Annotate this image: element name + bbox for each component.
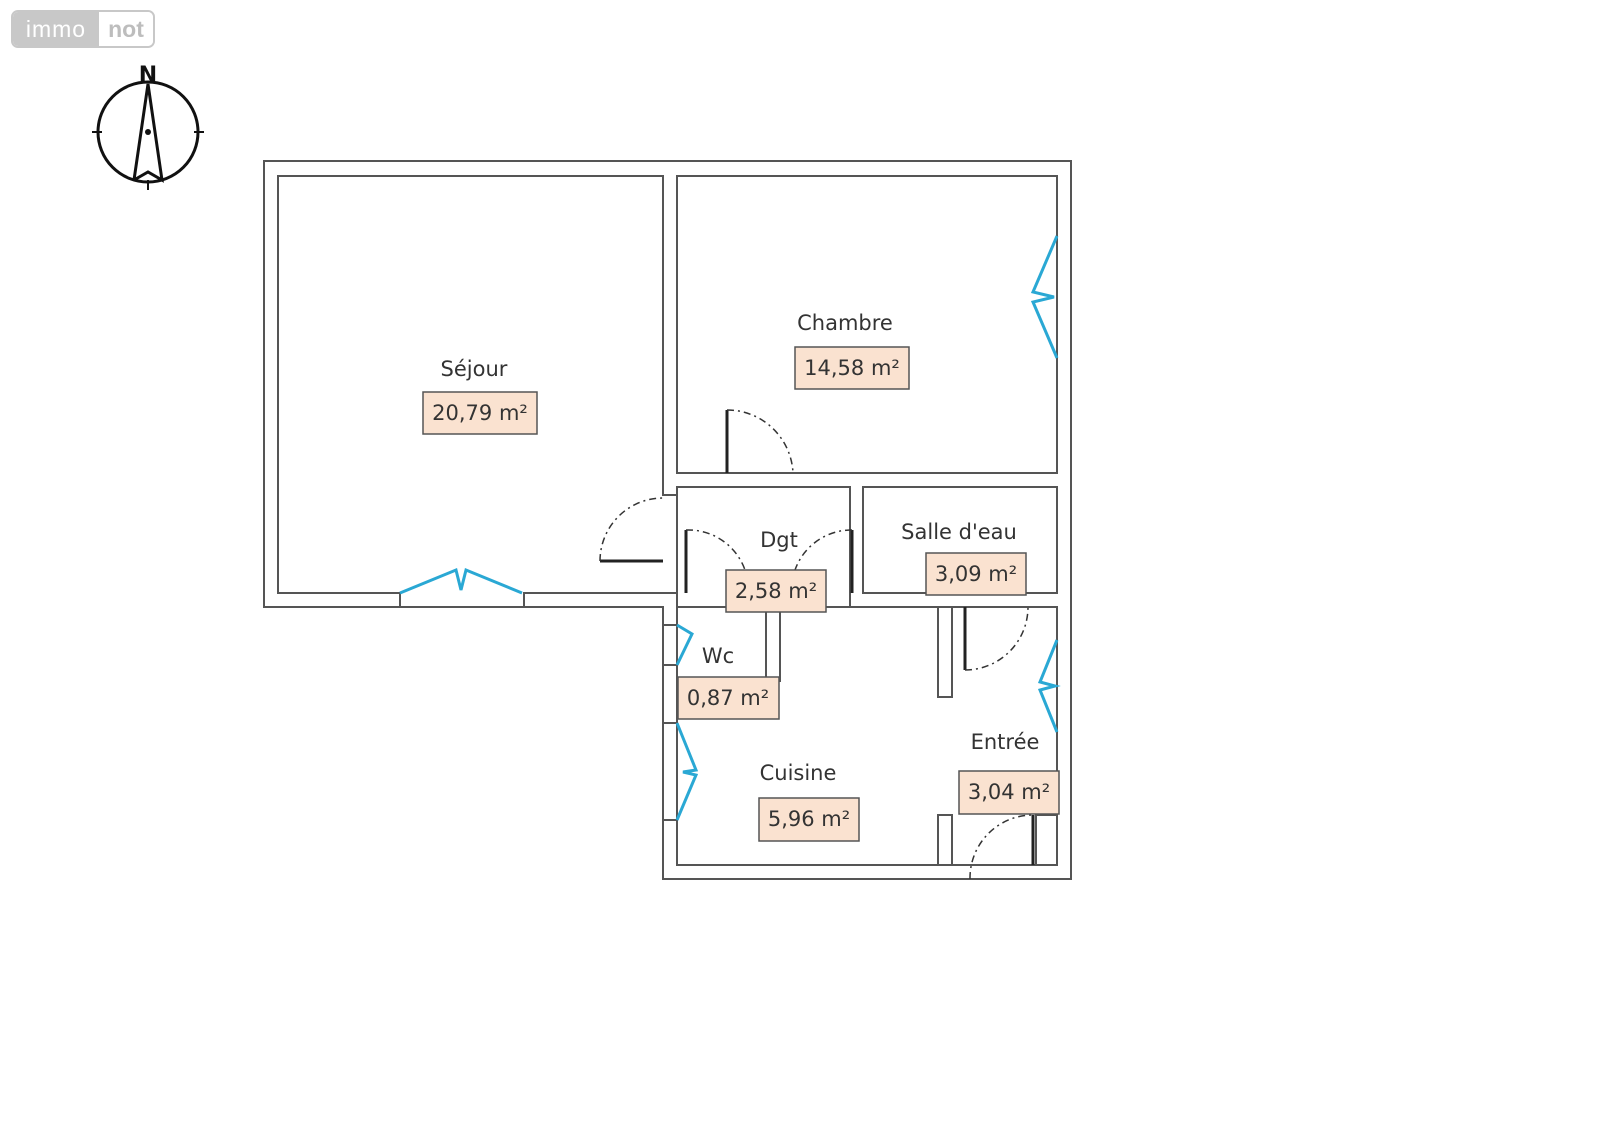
logo-part-immo: immo [13, 12, 99, 46]
room-area: 3,04 m² [968, 780, 1050, 804]
window-icon [399, 567, 523, 595]
logo-part-not: not [99, 12, 153, 46]
room-name: Séjour [441, 357, 508, 381]
room-name: Wc [702, 644, 734, 668]
room-sejour: Séjour 20,79 m² [422, 357, 538, 435]
immonot-logo: immo not [11, 10, 155, 48]
room-wc: Wc 0,87 m² [677, 644, 780, 720]
room-chambre: Chambre 14,58 m² [794, 311, 910, 390]
room-area: 14,58 m² [804, 356, 900, 380]
room-name: Cuisine [760, 761, 837, 785]
room-name: Entrée [971, 730, 1040, 754]
room-entree: Entrée 3,04 m² [958, 730, 1060, 815]
window-icon [1030, 235, 1059, 359]
window-icon [675, 722, 699, 821]
room-dgt: Dgt 2,58 m² [725, 528, 827, 613]
room-cuisine: Cuisine 5,96 m² [758, 761, 860, 842]
room-area: 20,79 m² [432, 401, 528, 425]
room-name: Dgt [760, 528, 798, 552]
room-area: 3,09 m² [935, 562, 1017, 586]
walls [263, 160, 1072, 880]
room-area: 5,96 m² [768, 807, 850, 831]
room-area: 0,87 m² [687, 686, 769, 710]
doors [599, 409, 1035, 880]
window-icon [1037, 639, 1061, 733]
window-icon [675, 623, 694, 666]
windows [399, 235, 1061, 821]
compass-icon: N [92, 63, 204, 190]
room-name: Salle d'eau [901, 520, 1017, 544]
room-name: Chambre [797, 311, 893, 335]
room-salle-deau: Salle d'eau 3,09 m² [901, 520, 1027, 596]
room-area: 2,58 m² [735, 579, 817, 603]
